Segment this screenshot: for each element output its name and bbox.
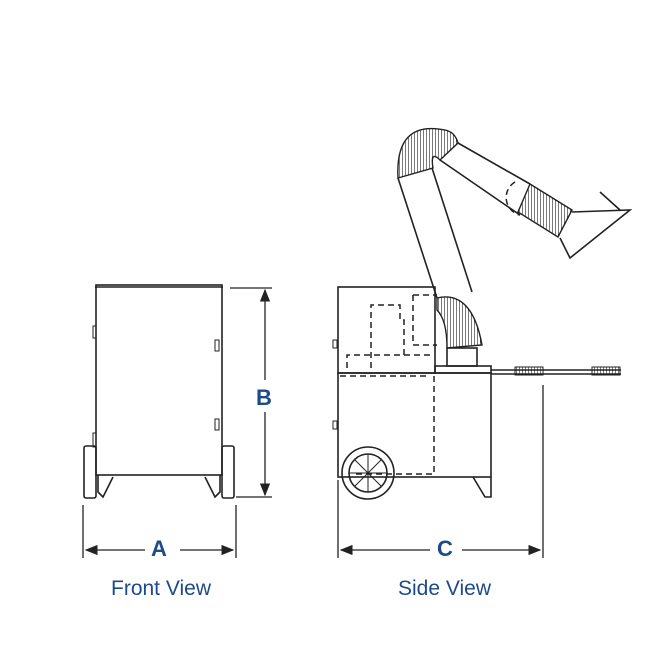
left-wheel (83, 445, 97, 499)
side-wheel (341, 446, 395, 500)
dimension-a-label: A (151, 536, 167, 561)
right-wheel (221, 445, 235, 499)
front-view-unit (83, 284, 235, 499)
hood-bellows (517, 182, 573, 238)
dimension-c-label: C (437, 536, 453, 561)
side-view-caption: Side View (398, 577, 492, 600)
upper-hose-bend (397, 127, 459, 179)
dimension-lines (82, 287, 544, 558)
dimension-b-label: B (256, 385, 272, 410)
front-view-caption: Front View (111, 577, 211, 600)
lower-hose-bellows (436, 296, 483, 349)
side-view-unit (332, 127, 633, 500)
